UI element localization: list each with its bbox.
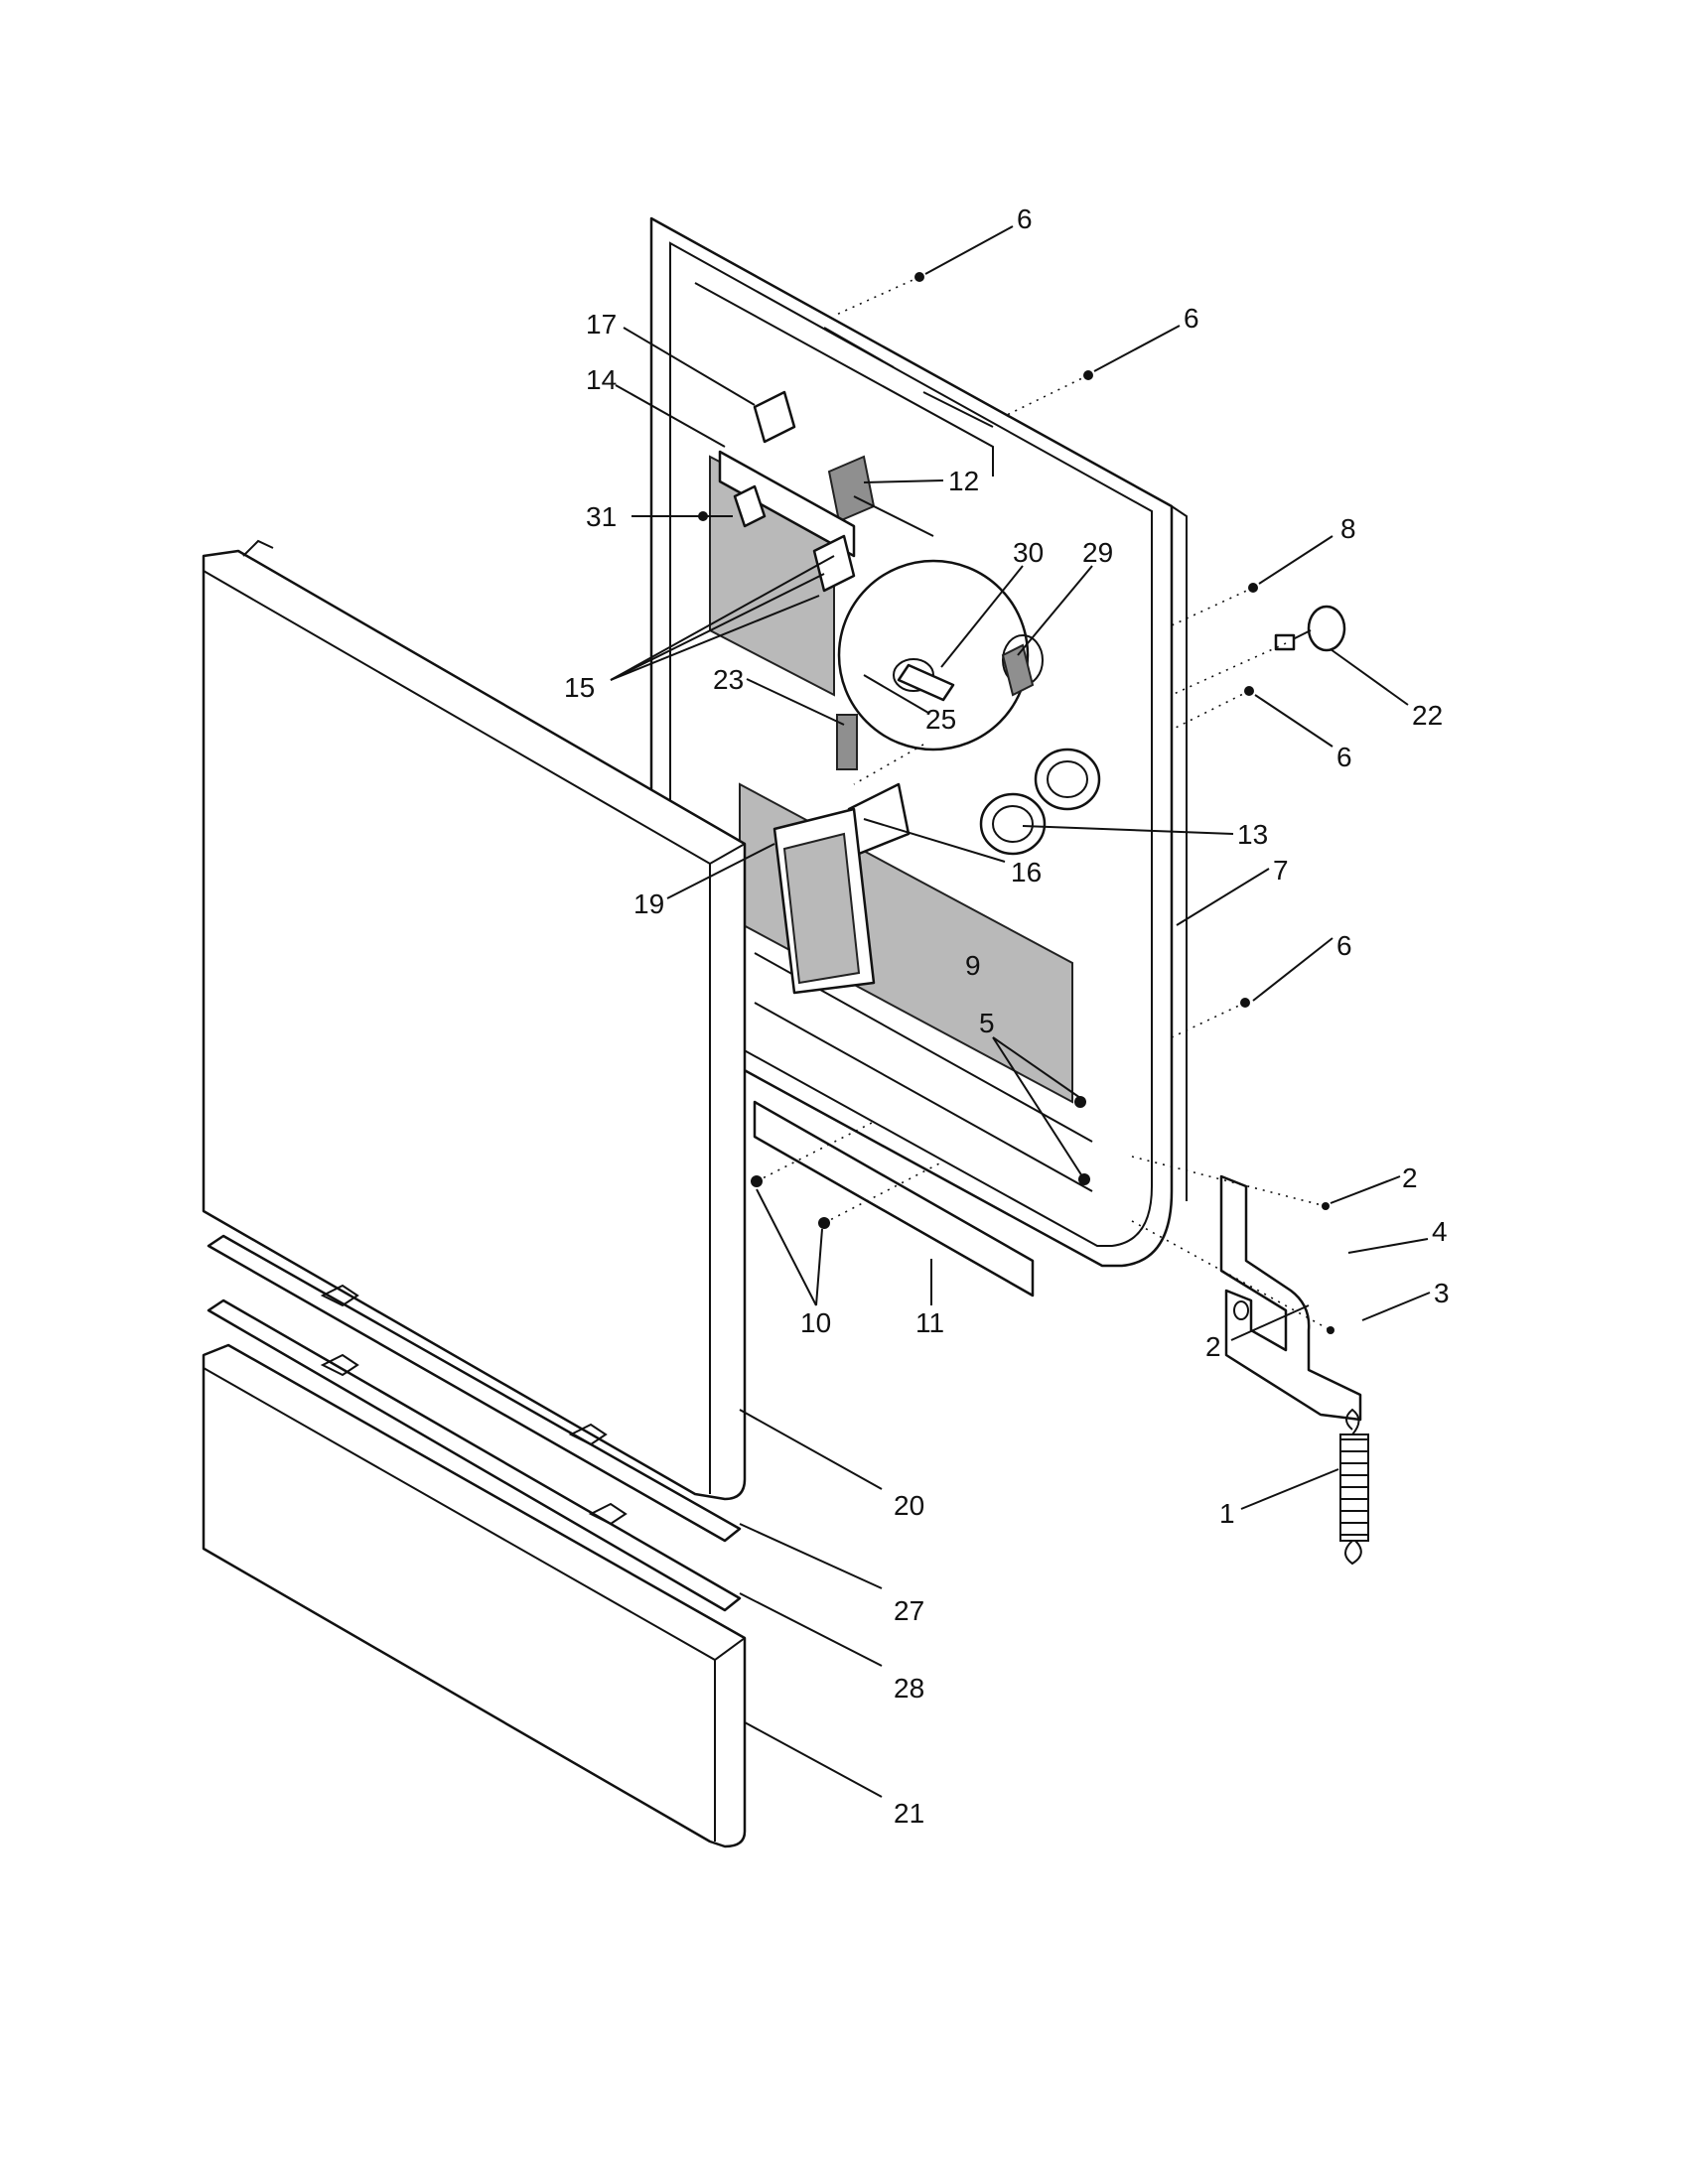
callout-29: 29 (1082, 537, 1113, 568)
callout-21: 21 (894, 1798, 924, 1829)
trim-strip-27 (207, 1234, 742, 1543)
bottom-channel-11 (753, 1100, 1035, 1297)
callout-28: 28 (894, 1673, 924, 1704)
part-22-knob (1274, 605, 1346, 652)
hinge-arm-3 (1219, 1174, 1362, 1422)
dispenser-components (772, 643, 1035, 995)
alignment-lines (756, 276, 1332, 1331)
callout-6-lower: 6 (1336, 930, 1352, 961)
outer-door-panel (202, 539, 747, 1501)
callout-14: 14 (586, 364, 617, 395)
callout-6-top: 6 (1017, 204, 1033, 234)
latch-and-switch-assembly (718, 390, 934, 593)
callout-20: 20 (894, 1490, 924, 1521)
callout-8: 8 (1340, 513, 1356, 544)
callout-11: 11 (915, 1307, 944, 1338)
callout-6-upper-right: 6 (1184, 303, 1199, 334)
callout-9: 9 (965, 950, 981, 981)
callout-13: 13 (1237, 819, 1268, 850)
callout-12: 12 (948, 466, 979, 496)
callout-6-right: 6 (1336, 742, 1352, 772)
callout-7: 7 (1273, 855, 1289, 886)
leader-lines (610, 225, 1431, 1798)
callout-17: 17 (586, 309, 617, 340)
callout-25: 25 (925, 704, 956, 735)
callout-27: 27 (894, 1595, 924, 1626)
callout-4: 4 (1432, 1216, 1448, 1247)
callout-19: 19 (633, 888, 664, 919)
door-spring-1 (1339, 1408, 1369, 1566)
callout-labels: 6 6 17 14 12 31 8 30 29 15 23 25 22 6 13… (564, 204, 1450, 1829)
callout-22: 22 (1412, 700, 1443, 731)
callout-15: 15 (564, 672, 595, 703)
inner-door-panel (649, 216, 1188, 1268)
callout-1: 1 (1219, 1498, 1235, 1529)
callout-2-upper: 2 (1402, 1162, 1418, 1193)
callout-3: 3 (1434, 1278, 1450, 1308)
callout-16: 16 (1011, 857, 1042, 887)
callout-10: 10 (800, 1307, 831, 1338)
toe-panel-21 (202, 1343, 747, 1848)
callout-31: 31 (586, 501, 617, 532)
callout-30: 30 (1013, 537, 1044, 568)
callout-23: 23 (713, 664, 744, 695)
callout-2-lower: 2 (1205, 1331, 1221, 1362)
callout-5: 5 (979, 1008, 995, 1038)
part-23-valve (836, 714, 858, 770)
trim-strip-28 (207, 1298, 742, 1612)
